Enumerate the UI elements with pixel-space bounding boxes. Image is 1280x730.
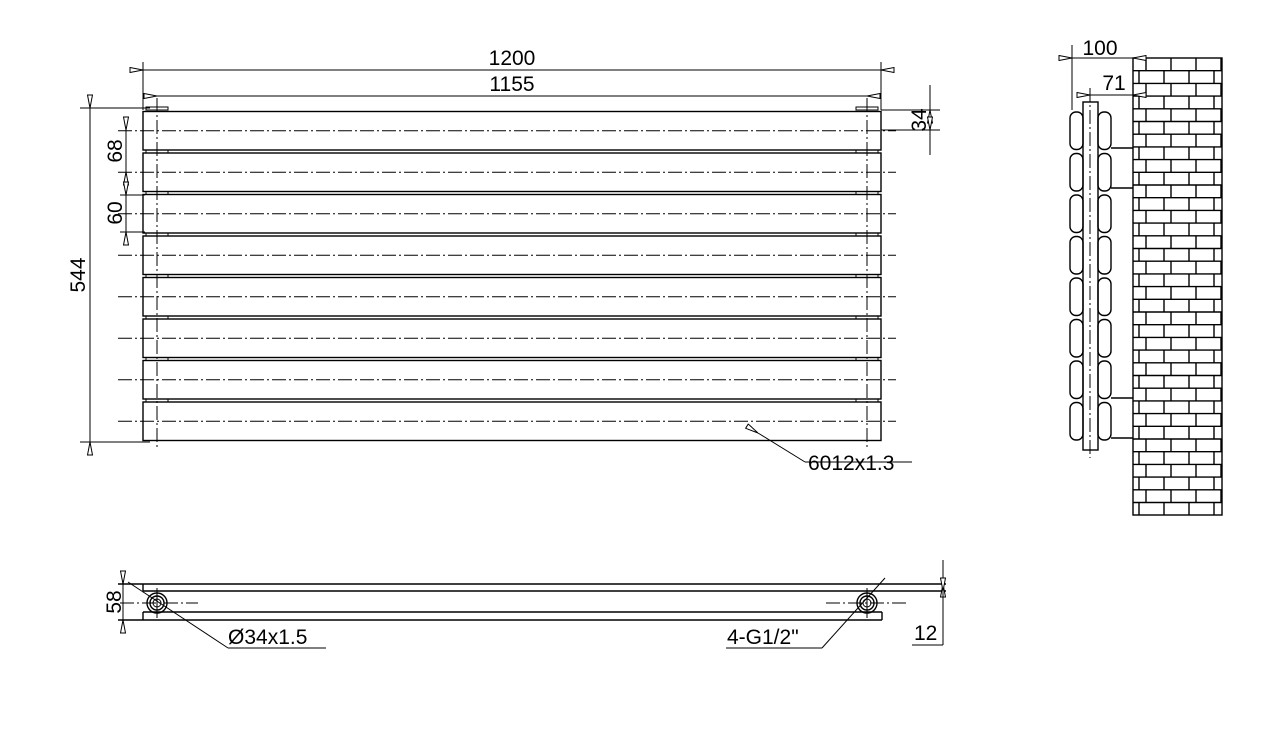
- dimension-tube-pitch: 68: [104, 130, 127, 172]
- dimension-width-overall: 1200: [143, 47, 881, 70]
- connection-spec-label: 4-G1/2": [727, 626, 799, 649]
- pipe-spec-label: Ø34x1.5: [228, 626, 307, 649]
- dimension-offset: 12: [912, 560, 943, 646]
- offset-label: 12: [914, 622, 937, 645]
- tube-gap-label: 60: [104, 201, 127, 224]
- tube-height-label: 34: [908, 108, 931, 132]
- brick-wall: [1132, 57, 1223, 516]
- bottom-view: 58 Ø34x1.5 4-G1/2" 12: [103, 560, 946, 649]
- dimension-tube-gap: 60: [104, 195, 145, 232]
- pipe-connection-right: [826, 588, 906, 618]
- overall-height-label: 544: [67, 257, 90, 292]
- side-tubes: [1069, 101, 1133, 451]
- dimension-bottom-depth: 58: [103, 584, 126, 620]
- side-tube-front: [1069, 152, 1084, 192]
- side-tube-front: [1069, 194, 1084, 234]
- side-tube-front: [1069, 360, 1084, 400]
- side-tube-back: [1097, 360, 1112, 400]
- side-tube-back: [1097, 152, 1112, 192]
- dimension-tube-height: 34: [881, 85, 940, 155]
- side-tube-front: [1069, 401, 1084, 441]
- dimension-depth: 100: [1072, 37, 1133, 110]
- dimension-wall-to-center: 71: [1090, 72, 1133, 95]
- wall-to-center-label: 71: [1102, 72, 1125, 95]
- overall-width-label: 1200: [489, 47, 536, 70]
- tube-spec-label: 6012x1.3: [808, 452, 894, 475]
- tube-pitch-label: 68: [104, 139, 127, 162]
- connection-spec-callout: 4-G1/2": [726, 577, 886, 649]
- depth-label: 100: [1082, 37, 1117, 60]
- side-tube-back: [1097, 111, 1112, 151]
- side-tube-back: [1097, 318, 1112, 358]
- tube-group: [118, 106, 896, 442]
- centers-width-label: 1155: [489, 73, 534, 96]
- side-tube-front: [1069, 235, 1084, 275]
- tube-spec-callout: 6012x1.3: [758, 433, 912, 475]
- side-tube-back: [1097, 194, 1112, 234]
- front-view: 1200 1155 544 68 60 34: [67, 47, 940, 475]
- side-tube-front: [1069, 277, 1084, 317]
- side-view: 100 71: [1069, 37, 1223, 516]
- dimension-height-overall: 544: [67, 108, 150, 442]
- dimension-width-centers: 1155: [157, 73, 867, 96]
- side-tube-back: [1097, 401, 1112, 441]
- side-tube-front: [1069, 318, 1084, 358]
- side-tube-back: [1097, 277, 1112, 317]
- bottom-depth-label: 58: [103, 590, 126, 613]
- pipe-spec-callout: Ø34x1.5: [127, 581, 326, 649]
- side-tube-back: [1097, 235, 1112, 275]
- side-tube-front: [1069, 111, 1084, 151]
